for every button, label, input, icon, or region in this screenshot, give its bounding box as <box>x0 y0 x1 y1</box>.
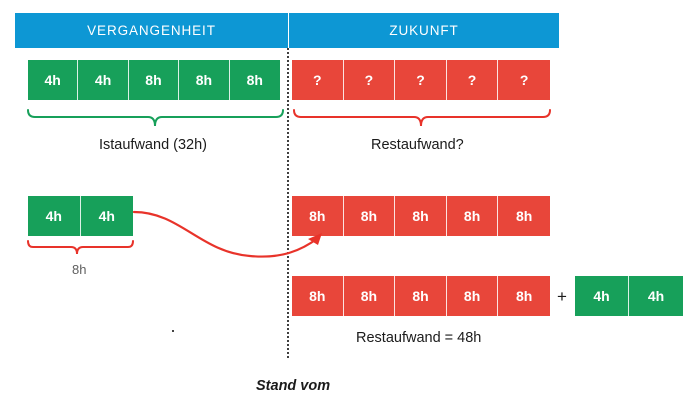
block-cell: 8h <box>395 196 447 236</box>
block-cell: 8h <box>292 196 344 236</box>
header-label-future: ZUKUNFT <box>389 23 459 38</box>
block-cell: 4h <box>28 196 81 236</box>
header-band-past: VERGANGENHEIT <box>15 13 288 48</box>
header-label-past: VERGANGENHEIT <box>87 23 216 38</box>
block-cell: ? <box>446 60 499 100</box>
row3-future-blocks: 8h 8h 8h 8h 8h <box>292 276 550 316</box>
bracket-8h <box>27 240 134 255</box>
block-cell: 8h <box>446 196 499 236</box>
header-band-future: ZUKUNFT <box>289 13 559 48</box>
block-cell: 8h <box>343 276 396 316</box>
footer-stand-vom: Stand vom <box>256 378 331 394</box>
block-cell: 4h <box>80 196 133 236</box>
block-cell: 8h <box>292 276 344 316</box>
block-cell: 8h <box>229 60 280 100</box>
block-cell: ? <box>292 60 344 100</box>
row3-extra-blocks: 4h 4h <box>575 276 683 316</box>
block-cell: 8h <box>446 276 499 316</box>
block-cell: 4h <box>629 276 683 316</box>
row1-past-blocks: 4h 4h 8h 8h 8h <box>28 60 280 100</box>
block-cell: 8h <box>395 276 447 316</box>
block-cell: 8h <box>343 196 396 236</box>
bracket-restaufwand <box>293 109 551 127</box>
row2-past-blocks: 4h 4h <box>28 196 133 236</box>
row1-future-blocks: ? ? ? ? ? <box>292 60 550 100</box>
row3-caption: Restaufwand = 48h <box>356 330 482 346</box>
block-cell: 8h <box>498 196 550 236</box>
row2-past-bracket-label: 8h <box>72 262 87 277</box>
row1-future-bracket-label: Restaufwand? <box>371 137 464 153</box>
stray-dot <box>172 330 174 332</box>
block-cell: ? <box>498 60 550 100</box>
row1-past-bracket-label: Istaufwand (32h) <box>99 137 208 153</box>
block-cell: 4h <box>28 60 79 100</box>
timeline-divider <box>287 48 289 358</box>
block-cell: 4h <box>575 276 629 316</box>
transfer-arrow <box>132 210 320 258</box>
row2-future-blocks: 8h 8h 8h 8h 8h <box>292 196 550 236</box>
block-cell: 8h <box>498 276 550 316</box>
bracket-istaufwand <box>27 109 284 127</box>
block-cell: 8h <box>128 60 180 100</box>
block-cell: 8h <box>179 60 230 100</box>
row3-plus-sign: + <box>557 287 567 306</box>
block-cell: ? <box>395 60 447 100</box>
block-cell: 4h <box>78 60 129 100</box>
block-cell: ? <box>343 60 396 100</box>
